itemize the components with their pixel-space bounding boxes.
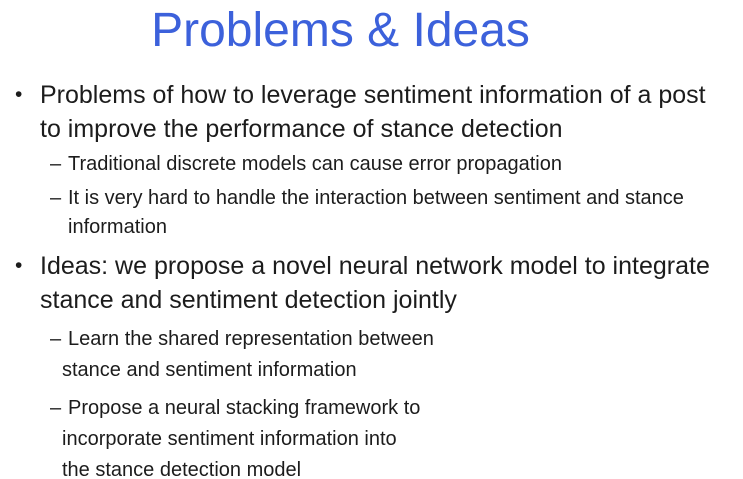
bullet-line: Problems of how to leverage sentiment in… — [40, 81, 706, 109]
sub-bullet-line: information — [68, 216, 167, 238]
slide-body: • Problems of how to leverage sentiment … — [0, 78, 743, 479]
sub-bullet-item: – Learn the shared representation betwee… — [0, 324, 743, 386]
sub-bullet-item: – Propose a neural stacking framework to… — [0, 393, 743, 479]
bullet-line: stance and sentiment detection jointly — [40, 286, 457, 314]
sub-bullet-line: the stance detection model — [62, 459, 302, 479]
page-title: Problems & Ideas — [151, 4, 530, 57]
dash-marker: – — [50, 328, 62, 350]
bullet-line: to improve the performance of stance det… — [40, 115, 563, 143]
section-ideas: • Ideas: we propose a novel neural netwo… — [0, 249, 743, 479]
sub-bullet-line: Propose a neural stacking framework to — [68, 397, 421, 419]
bullet-item: • Ideas: we propose a novel neural netwo… — [0, 249, 743, 317]
bullet-marker: • — [15, 254, 23, 277]
sub-bullet-line: Traditional discrete models can cause er… — [68, 153, 562, 175]
dash-marker: – — [50, 153, 62, 175]
sub-bullet-line: incorporate sentiment information into — [62, 428, 397, 450]
sub-bullet-line: Learn the shared representation between — [68, 328, 434, 350]
sub-bullet-item: – Traditional discrete models can cause … — [0, 150, 743, 179]
bullet-item: • Problems of how to leverage sentiment … — [0, 78, 743, 146]
section-problems: • Problems of how to leverage sentiment … — [0, 78, 743, 242]
dash-marker: – — [50, 187, 62, 209]
sub-bullet-line: stance and sentiment information — [62, 359, 357, 381]
bullet-line: Ideas: we propose a novel neural network… — [40, 252, 710, 280]
bullet-marker: • — [15, 83, 23, 106]
sub-bullet-line: It is very hard to handle the interactio… — [68, 187, 684, 209]
sub-bullet-item: – It is very hard to handle the interact… — [0, 184, 743, 242]
dash-marker: – — [50, 397, 62, 419]
